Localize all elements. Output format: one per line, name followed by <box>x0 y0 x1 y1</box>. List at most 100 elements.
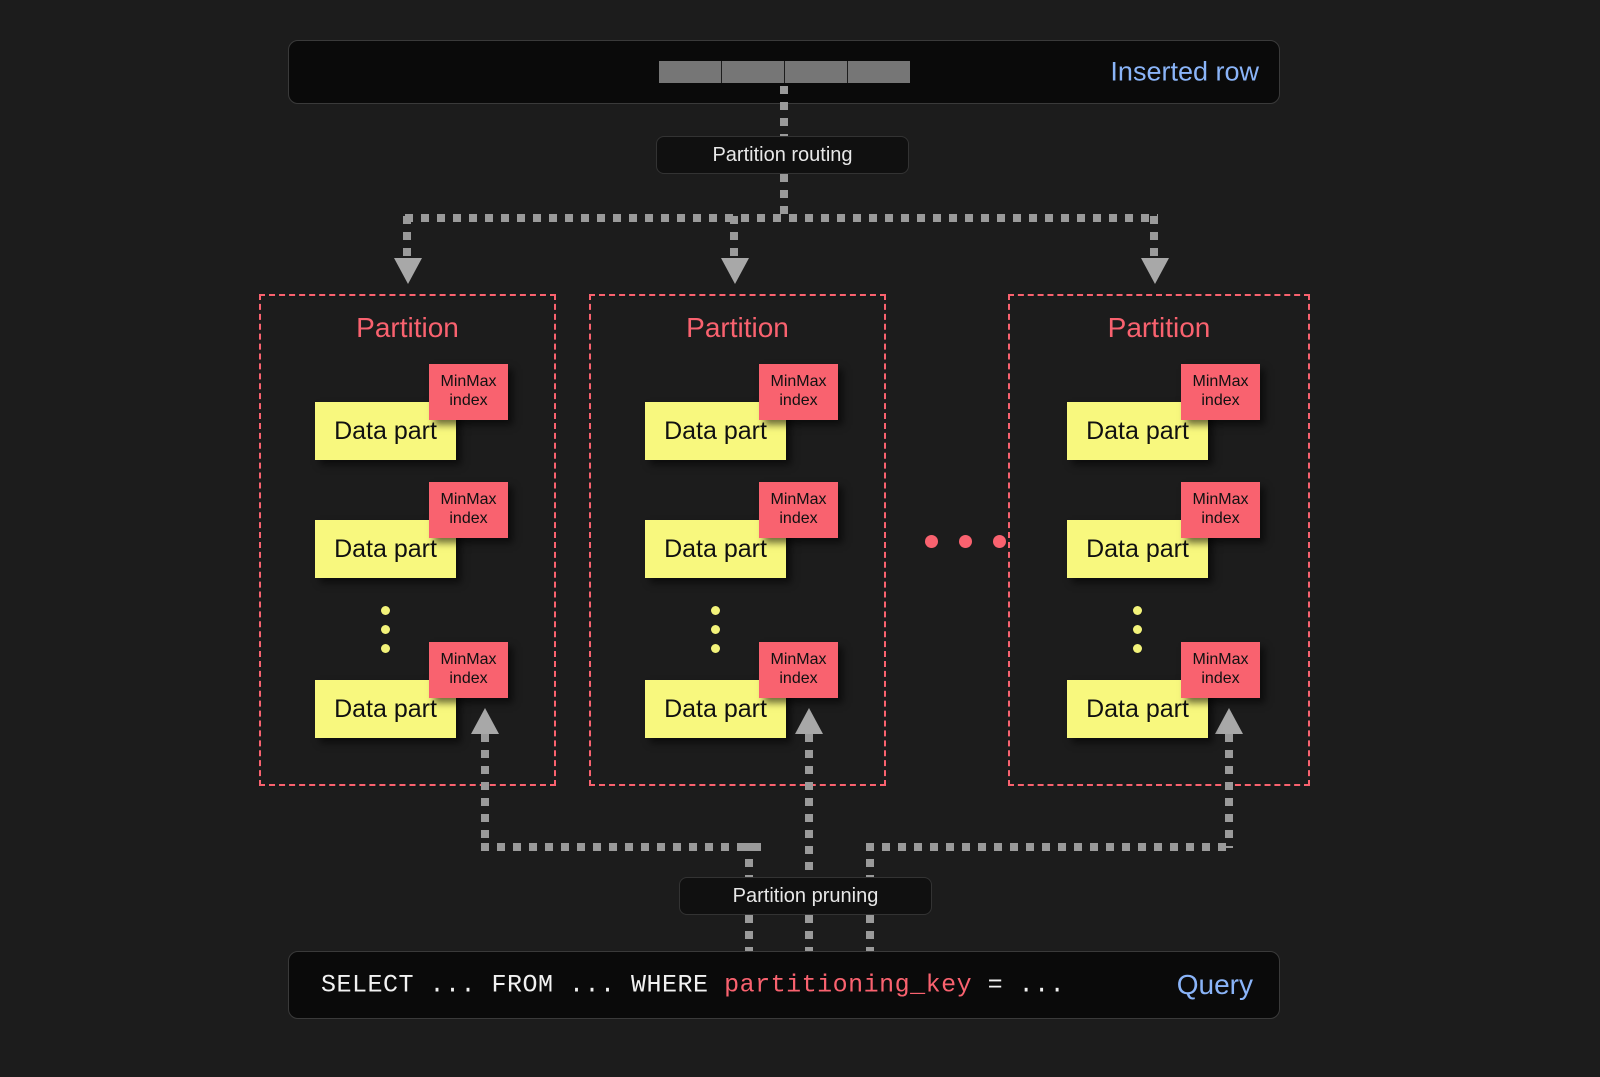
data-part-group: Data part MinMax index <box>315 364 515 464</box>
arrowhead-to-partition-2 <box>721 258 749 284</box>
minmax-index-box: MinMax index <box>759 482 838 538</box>
inserted-row-label: Inserted row <box>1110 56 1259 87</box>
ellipsis-dot <box>993 535 1006 548</box>
data-parts-ellipsis <box>1133 606 1142 653</box>
query-partitioning-key: partitioning_key <box>724 970 973 1000</box>
partition-routing-label: Partition routing <box>712 143 853 166</box>
minmax-index-line-2: index <box>1201 670 1240 687</box>
row-cell <box>722 61 785 83</box>
minmax-index-line-2: index <box>1201 392 1240 409</box>
data-part-group: Data part MinMax index <box>1067 364 1267 464</box>
arrowhead-to-partition-3 <box>1141 258 1169 284</box>
ellipsis-dot <box>959 535 972 548</box>
partition-routing-step: Partition routing <box>656 136 909 174</box>
partition-title: Partition <box>1107 312 1211 343</box>
partition-title: Partition <box>356 312 459 343</box>
partition-box-3: Partition Data part MinMax index Data pa… <box>1008 294 1310 786</box>
connector-pruning-bus-right <box>866 843 1233 851</box>
query-text: SELECT ... FROM ... WHERE partitioning_k… <box>321 971 1065 1000</box>
data-part-group: Data part MinMax index <box>1067 642 1267 742</box>
minmax-index-line-2: index <box>779 510 818 527</box>
connector-bus-to-partition-1 <box>403 216 411 260</box>
partition-box-1: Partition Data part MinMax index Data pa… <box>259 294 556 786</box>
query-prefix: SELECT ... FROM ... WHERE <box>321 970 725 1000</box>
connector-pruning-to-query-1 <box>745 915 753 953</box>
partition-pruning-step: Partition pruning <box>679 877 932 915</box>
data-part-box: Data part <box>645 520 786 578</box>
connector-bus-to-partition-2 <box>730 216 738 260</box>
connector-pruning-partition-3 <box>1225 734 1233 848</box>
minmax-index-box: MinMax index <box>759 364 838 420</box>
minmax-index-line-1: MinMax <box>1192 651 1249 669</box>
connector-pruning-to-query-2 <box>805 915 813 953</box>
minmax-index-box: MinMax index <box>1181 642 1260 698</box>
data-part-group: Data part MinMax index <box>645 364 845 464</box>
ellipsis-dot <box>1133 644 1142 653</box>
arrowhead-pruning-partition-3 <box>1215 708 1243 734</box>
ellipsis-dot <box>925 535 938 548</box>
partitions-ellipsis <box>925 535 1006 548</box>
minmax-index-line-2: index <box>779 670 818 687</box>
data-part-group: Data part MinMax index <box>315 642 515 742</box>
minmax-index-line-1: MinMax <box>1192 491 1249 509</box>
minmax-index-box: MinMax index <box>1181 364 1260 420</box>
data-part-box: Data part <box>1067 402 1208 460</box>
row-cell <box>785 61 848 83</box>
row-cell <box>848 61 910 83</box>
minmax-index-box: MinMax index <box>1181 482 1260 538</box>
query-suffix: = ... <box>972 970 1066 1000</box>
data-part-group: Data part MinMax index <box>1067 482 1267 582</box>
data-parts-ellipsis <box>381 606 390 653</box>
minmax-index-line-2: index <box>449 510 488 527</box>
ellipsis-dot <box>711 644 720 653</box>
minmax-index-line-1: MinMax <box>440 651 497 669</box>
ellipsis-dot <box>1133 606 1142 615</box>
connector-bus-to-pruning-left <box>745 843 753 879</box>
row-cell <box>659 61 722 83</box>
minmax-index-line-1: MinMax <box>770 373 827 391</box>
data-part-group: Data part MinMax index <box>645 482 845 582</box>
minmax-index-line-1: MinMax <box>440 491 497 509</box>
minmax-index-line-2: index <box>449 392 488 409</box>
partition-title: Partition <box>686 312 789 343</box>
connector-pruning-partition-1 <box>481 734 489 848</box>
ellipsis-dot <box>1133 625 1142 634</box>
minmax-index-line-1: MinMax <box>440 373 497 391</box>
connector-row-to-routing <box>780 86 788 136</box>
data-parts-ellipsis <box>711 606 720 653</box>
arrowhead-pruning-partition-1 <box>471 708 499 734</box>
minmax-index-line-2: index <box>779 392 818 409</box>
connector-pruning-to-query-3 <box>866 915 874 953</box>
inserted-row-panel: Inserted row <box>288 40 1280 104</box>
connector-pruning-partition-2 <box>805 734 813 879</box>
partition-box-2: Partition Data part MinMax index Data pa… <box>589 294 886 786</box>
connector-bus-to-partition-3 <box>1150 216 1158 260</box>
ellipsis-dot <box>381 644 390 653</box>
ellipsis-dot <box>381 606 390 615</box>
connector-pruning-bus-left <box>481 843 764 851</box>
query-label: Query <box>1176 969 1253 1000</box>
ellipsis-dot <box>711 606 720 615</box>
data-part-group: Data part MinMax index <box>315 482 515 582</box>
inserted-row-cells <box>659 61 910 83</box>
data-part-box: Data part <box>315 402 456 460</box>
query-panel: SELECT ... FROM ... WHERE partitioning_k… <box>288 951 1280 1019</box>
minmax-index-box: MinMax index <box>429 642 508 698</box>
minmax-index-line-2: index <box>449 670 488 687</box>
minmax-index-line-2: index <box>1201 510 1240 527</box>
connector-routing-to-bus <box>780 174 788 218</box>
data-part-box: Data part <box>645 402 786 460</box>
minmax-index-box: MinMax index <box>429 364 508 420</box>
connector-routing-bus <box>405 214 1158 222</box>
minmax-index-line-1: MinMax <box>1192 373 1249 391</box>
minmax-index-box: MinMax index <box>429 482 508 538</box>
minmax-index-box: MinMax index <box>759 642 838 698</box>
data-part-group: Data part MinMax index <box>645 642 845 742</box>
minmax-index-line-1: MinMax <box>770 491 827 509</box>
connector-bus-to-pruning-right <box>866 843 874 879</box>
ellipsis-dot <box>711 625 720 634</box>
partition-pruning-label: Partition pruning <box>732 884 879 907</box>
minmax-index-line-1: MinMax <box>770 651 827 669</box>
ellipsis-dot <box>381 625 390 634</box>
